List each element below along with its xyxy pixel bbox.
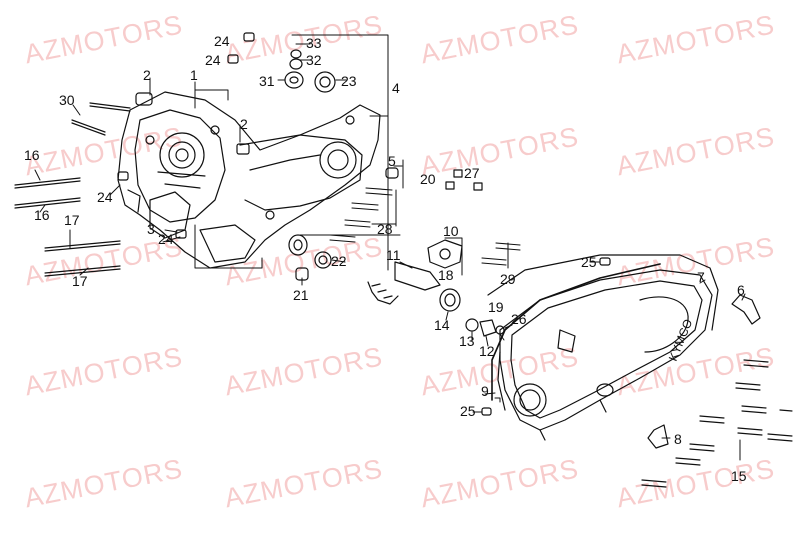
callout-label: 13 (459, 333, 475, 349)
callout-label: 29 (500, 271, 516, 287)
callout-label: 17 (64, 212, 80, 228)
callout-label: 24 (97, 189, 113, 205)
callout-label: 3 (147, 221, 155, 237)
callout-label: 12 (479, 343, 495, 359)
callout-label: 33 (306, 35, 322, 51)
transmission-cover (487, 254, 761, 449)
callout-label: 31 (259, 73, 275, 89)
callout-label: 21 (293, 287, 309, 303)
callout-label: 24 (205, 52, 221, 68)
callout-label: 25 (581, 254, 597, 270)
callout-label: 20 (420, 171, 436, 187)
callout-label: 17 (72, 273, 88, 289)
callout-label: 16 (24, 147, 40, 163)
kick-starter-assembly (367, 239, 505, 337)
callout-label: 7 (697, 269, 705, 285)
crankcase-small-parts (117, 32, 399, 281)
callout-label: 2 (143, 67, 151, 83)
brand-mark-text: KYMCO (666, 317, 695, 363)
callout-label: 32 (306, 52, 322, 68)
callout-label: 23 (341, 73, 357, 89)
callout-label: 24 (158, 231, 174, 247)
callout-label: 16 (34, 207, 50, 223)
callout-label: 27 (464, 165, 480, 181)
callout-label: 25 (460, 403, 476, 419)
callout-label: 15 (731, 468, 747, 484)
callout-label: 26 (511, 311, 527, 327)
callout-label: 1 (190, 67, 198, 83)
callout-label: 4 (392, 80, 400, 96)
callout-label: 14 (434, 317, 450, 333)
callout-label: 10 (443, 223, 459, 239)
callout-label: 5 (388, 153, 396, 169)
callout-label: 30 (59, 92, 75, 108)
callout-label: 22 (331, 253, 347, 269)
callout-label: 2 (240, 116, 248, 132)
cover-gasket (491, 263, 661, 401)
callout-label: 24 (214, 33, 230, 49)
callout-label: 18 (438, 267, 454, 283)
callout-label: 6 (737, 282, 745, 298)
callout-label: 28 (377, 221, 393, 237)
callout-label: 11 (386, 247, 401, 263)
callout-label: 8 (674, 431, 682, 447)
callout-label: 19 (488, 299, 504, 315)
callout-label: 9 (481, 383, 489, 399)
leader-lines (34, 34, 746, 461)
